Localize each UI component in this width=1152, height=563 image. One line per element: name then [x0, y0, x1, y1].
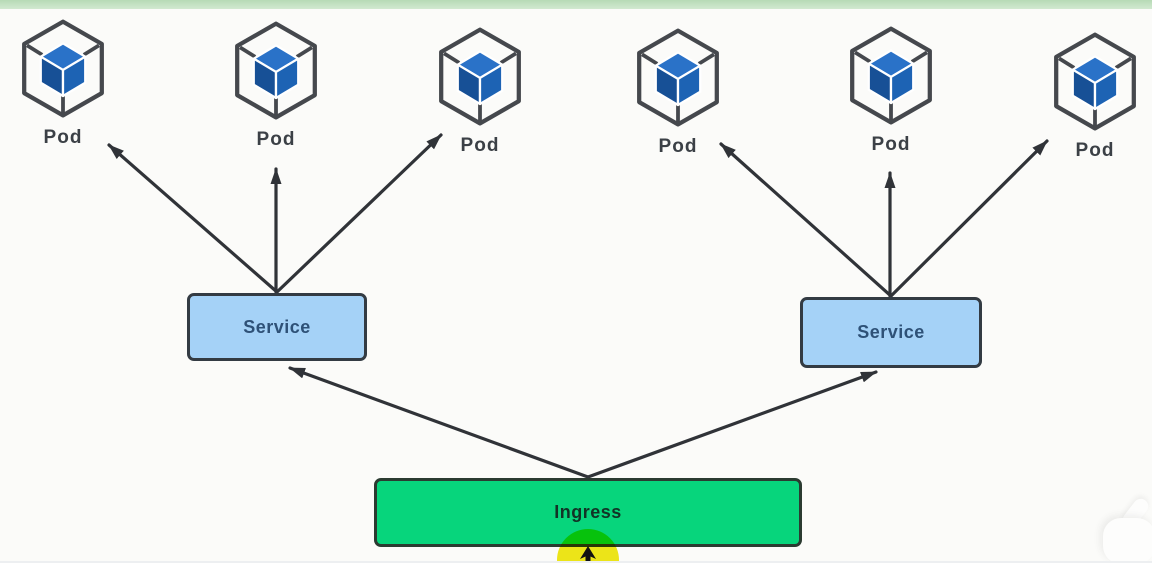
arrow-service1-pod1: [107, 143, 279, 294]
bottom-edge-line: [0, 561, 1152, 563]
service-box-left: Service: [187, 293, 367, 361]
pod-node: Pod: [15, 16, 111, 149]
pod-label: Pod: [256, 129, 296, 150]
ingress-label: Ingress: [554, 502, 622, 522]
pod-node: Pod: [843, 23, 939, 156]
pod-node: Pod: [630, 25, 726, 158]
arrow-service2-pod6: [889, 139, 1049, 298]
ghost-hand-shape: [1103, 518, 1152, 563]
service-label: Service: [243, 316, 311, 337]
pod-label: Pod: [871, 134, 911, 155]
pod-label: Pod: [43, 127, 83, 148]
service-box-right: Service: [800, 297, 982, 368]
pod-label: Pod: [1075, 140, 1115, 161]
pod-node: Pod: [1047, 29, 1143, 162]
pod-node: Pod: [228, 18, 324, 151]
service-label: Service: [857, 322, 925, 342]
pod-label: Pod: [460, 135, 500, 156]
arrow-service1-pod3: [275, 133, 443, 294]
pod-label: Pod: [658, 136, 698, 157]
arrow-service2-pod4: [719, 142, 893, 298]
arrow-ingress-service2: [586, 370, 878, 479]
pod-node: Pod: [432, 24, 528, 157]
arrow-ingress-service1: [288, 366, 590, 479]
top-green-strip: [0, 0, 1152, 9]
